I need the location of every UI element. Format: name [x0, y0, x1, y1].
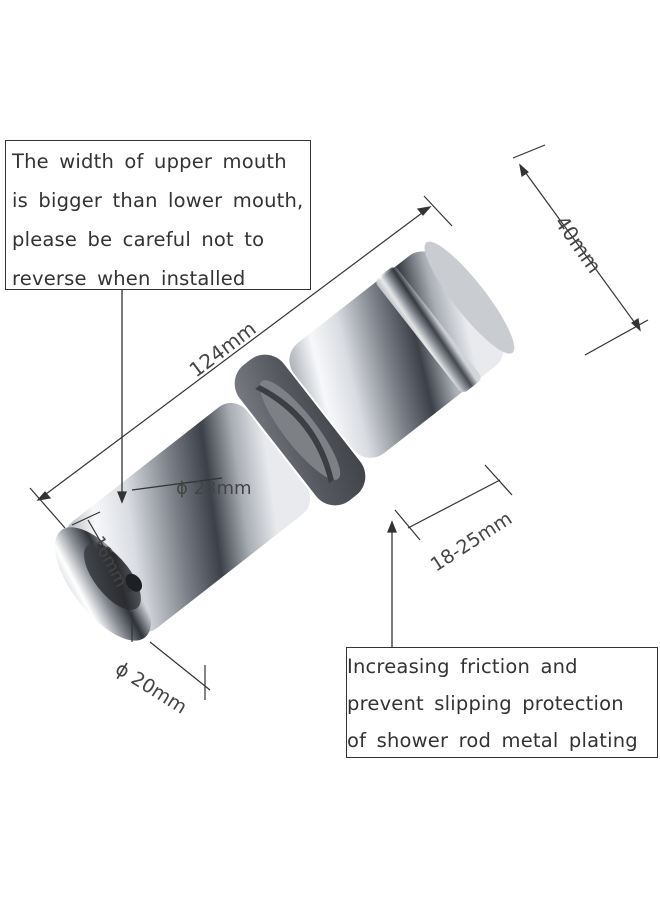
callout-leaders — [117, 290, 397, 647]
upper-collar — [376, 267, 481, 392]
lower-diameter-label: ϕ 20mm — [111, 658, 190, 719]
slot-width-dimension — [71, 511, 131, 593]
diameter-top-dimension — [512, 144, 649, 356]
inner-diameter-dimension — [131, 477, 223, 491]
upper-end — [424, 241, 515, 354]
diameter-top-label: 40mm — [550, 211, 607, 278]
callout-line: please be careful not to — [12, 228, 265, 251]
callout-line: reverse when installed — [12, 267, 246, 290]
shower-rod-holder — [54, 241, 515, 641]
friction-rubber-callout: Increasing friction and prevent slipping… — [346, 647, 658, 758]
callout-line: The width of upper mouth — [12, 150, 287, 173]
callout-line: Increasing friction and — [347, 655, 578, 678]
callout-line: of shower rod metal plating — [347, 729, 638, 752]
lower-diameter-dimension — [131, 612, 211, 700]
mouth-screw — [125, 573, 143, 592]
callout-line: is bigger than lower mouth, — [12, 189, 304, 212]
rod-range-label: 18-25mm — [427, 508, 516, 577]
upper-mouth-warning-callout: The width of upper mouth is bigger than … — [5, 140, 311, 290]
length-dimension — [29, 195, 453, 529]
upper-cylinder — [289, 251, 504, 458]
mouth-cavity — [84, 543, 141, 610]
inner-diameter-label: ϕ 23mm — [176, 478, 252, 499]
callout-line: prevent slipping protection — [347, 692, 624, 715]
rod-range-dimension — [394, 464, 513, 541]
